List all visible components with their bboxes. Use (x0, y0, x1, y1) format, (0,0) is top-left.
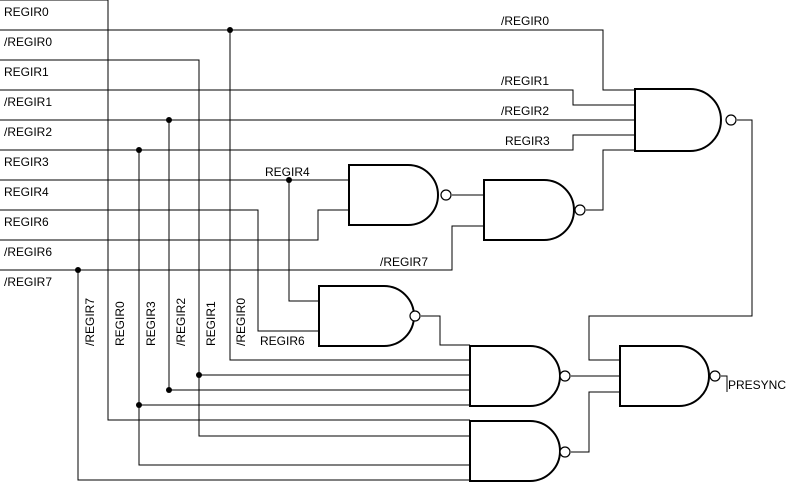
nand-gate-6 (469, 420, 571, 482)
input-label-n-regir2: /REGIR2 (4, 125, 52, 139)
junction-dot (166, 117, 172, 123)
nand-gate-4 (318, 285, 421, 347)
wire-label-n-regir2: /REGIR2 (501, 104, 549, 118)
wire-n-regir0 (0, 29, 635, 91)
input-label-n-regir1: /REGIR1 (4, 95, 52, 109)
wire-label-n-regir0: /REGIR0 (501, 14, 549, 28)
wire-label-regir3: REGIR3 (505, 134, 550, 148)
vertical-label-n-regir0: /REGIR0 (234, 298, 248, 346)
input-label-regir6: REGIR6 (4, 215, 49, 229)
vertical-label-regir1: REGIR1 (204, 301, 218, 346)
input-label-n-regir6: /REGIR6 (4, 245, 52, 259)
vertical-labels: /REGIR7 REGIR0 REGIR3 /REGIR2 REGIR1 /RE… (83, 298, 248, 346)
input-labels: REGIR0 /REGIR0 REGIR1 /REGIR1 /REGIR2 RE… (4, 5, 52, 289)
wire-label-regir4: REGIR4 (265, 165, 310, 179)
vertical-label-regir3: REGIR3 (144, 301, 158, 346)
wire-label-regir6: REGIR6 (260, 334, 305, 348)
vertical-label-n-regir2: /REGIR2 (174, 298, 188, 346)
wire-regir3 (0, 134, 635, 151)
wire-n-regir7 (0, 225, 484, 271)
drop-n-regir0 (229, 30, 470, 361)
junction-dot (136, 402, 142, 408)
drop-regir4 (288, 180, 319, 302)
output-label-presync: PRESYNC (728, 378, 786, 392)
junction-dot (136, 147, 142, 153)
nand-gate-1 (634, 88, 737, 152)
nand-gate-3 (483, 179, 586, 241)
input-label-regir3: REGIR3 (4, 155, 49, 169)
input-label-n-regir7: /REGIR7 (4, 275, 52, 289)
junction-dot (286, 177, 292, 183)
wire-label-n-regir1: /REGIR1 (501, 74, 549, 88)
junction-dot (75, 267, 81, 273)
junction-dot (166, 387, 172, 393)
input-label-regir4: REGIR4 (4, 185, 49, 199)
vertical-label-n-regir7: /REGIR7 (83, 298, 97, 346)
wire-label-n-regir7: /REGIR7 (380, 255, 428, 269)
nand-gate-2 (348, 164, 452, 226)
vertical-label-regir0: REGIR0 (113, 301, 127, 346)
drop-regir3 (138, 150, 470, 466)
input-label-regir0: REGIR0 (4, 5, 49, 19)
junction-dot (227, 27, 233, 33)
wires (0, 0, 753, 481)
input-label-n-regir0: /REGIR0 (4, 35, 52, 49)
wire-n-regir6 (0, 209, 349, 241)
wire-n-regir1 (0, 89, 635, 106)
g6-to-g7 (571, 391, 620, 453)
output-wire (721, 375, 728, 392)
gates (318, 88, 737, 482)
drop-n-regir7 (77, 270, 470, 481)
wire-regir1 (0, 59, 470, 437)
nand-gate-5 (469, 345, 571, 407)
junctions (75, 27, 292, 408)
g3-to-g1 (586, 149, 635, 211)
g1-to-g7 (588, 119, 753, 361)
nand-gate-7 (619, 345, 721, 407)
g4-to-g5 (421, 315, 470, 346)
junction-dot (196, 372, 202, 378)
input-label-regir1: REGIR1 (4, 65, 49, 79)
wire-labels: /REGIR0 /REGIR1 /REGIR2 REGIR3 REGIR4 /R… (260, 14, 786, 392)
